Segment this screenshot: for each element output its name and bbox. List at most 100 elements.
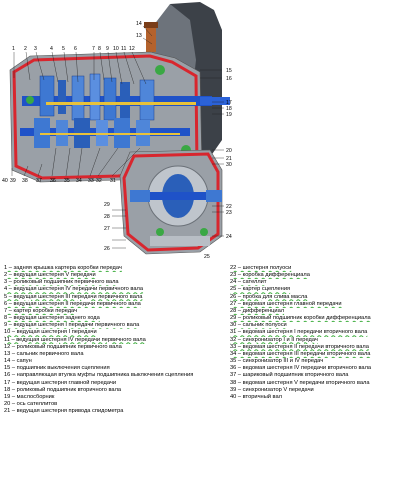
primary-shaft bbox=[22, 96, 212, 106]
callout-27: 27 bbox=[104, 226, 110, 232]
gear-4 bbox=[58, 80, 66, 114]
gear-5 bbox=[39, 75, 55, 117]
legend-item-15: 15 – подшипник выключения сцепления bbox=[4, 365, 110, 372]
leader-lines bbox=[11, 25, 224, 249]
callout-19: 19 bbox=[226, 112, 232, 118]
callout-35: 35 bbox=[64, 178, 70, 184]
callout-7: 7 bbox=[92, 46, 95, 52]
legend-item-10: 10 – ведущая шестерня I передачи bbox=[4, 329, 97, 336]
callout-16: 16 bbox=[226, 76, 232, 82]
callout-25: 25 bbox=[204, 254, 210, 260]
legend-item-26: 26 – пробка для слива масла bbox=[230, 293, 308, 300]
callout-38: 38 bbox=[22, 178, 28, 184]
legend-item-17: 17 – ведущая шестерня главной передачи bbox=[4, 379, 117, 386]
callout-14: 14 bbox=[136, 21, 142, 27]
callout-34: 34 bbox=[76, 178, 82, 184]
gear-reverse bbox=[120, 82, 130, 118]
callout-17: 17 bbox=[226, 100, 232, 106]
callout-31: 31 bbox=[110, 178, 116, 184]
legend-item-23: 23 – коробка дифференциала bbox=[230, 272, 310, 279]
callout-40: 40 bbox=[2, 178, 8, 184]
legend-item-9: 9 – ведущая шестерня I передачи первично… bbox=[4, 322, 140, 329]
callout-6: 6 bbox=[74, 46, 77, 52]
callout-18: 18 bbox=[226, 106, 232, 112]
seal-rear bbox=[26, 96, 34, 104]
callout-32: 32 bbox=[96, 178, 102, 184]
legend-item-31: 31 – ведомая шестерня I передачи вторичн… bbox=[230, 329, 368, 336]
legend-item-28: 28 – дифференциал bbox=[230, 307, 285, 314]
legend-item-14: 14 – сапун bbox=[4, 358, 32, 365]
callout-10: 10 bbox=[113, 46, 119, 52]
satellite-axle bbox=[150, 192, 206, 200]
callout-36: 36 bbox=[50, 178, 56, 184]
legend-item-18: 18 – роликовый подшипник вторичного вала bbox=[4, 386, 122, 393]
half-shaft-left bbox=[130, 190, 150, 202]
gear-2 bbox=[89, 73, 101, 121]
legend-item-6: 6 – ведущая шестерня II передачи первичн… bbox=[4, 300, 141, 307]
callout-37: 37 bbox=[36, 178, 42, 184]
parts-legend: 1 – задняя крышка картера коробки переда… bbox=[4, 263, 405, 479]
legend-item-24: 24 – сателлит bbox=[230, 279, 267, 286]
legend-item-13: 13 – сальник первичного вала bbox=[4, 350, 84, 357]
legend-item-35: 35 – синхронизатор III и IV передач bbox=[230, 358, 324, 365]
legend-left-column: 1 – задняя крышка картера коробки переда… bbox=[4, 265, 200, 415]
callout-3: 3 bbox=[34, 46, 37, 52]
diff-seal-right bbox=[200, 228, 208, 236]
legend-item-39: 39 – синхронизатор V передачи bbox=[230, 386, 314, 393]
legend-item-34: 34 – ведомая шестерня III передачи втори… bbox=[230, 350, 371, 357]
callout-26: 26 bbox=[104, 246, 110, 252]
callout-4: 4 bbox=[50, 46, 53, 52]
primary-shaft-end bbox=[200, 97, 230, 105]
legend-item-4: 4 – ведущая шестерня IV передачи первичн… bbox=[4, 286, 144, 293]
callout-22: 22 bbox=[226, 204, 232, 210]
legend-item-16: 16 – направляющая втулка муфты подшипник… bbox=[4, 372, 194, 379]
gearbox-cutaway-figure: 1 2 3 4 5 6 7 8 9 10 11 12 13 14 15 16 1… bbox=[2, 2, 232, 260]
legend-item-12: 12 – роликовый подшипник первичного вала bbox=[4, 343, 122, 350]
drain-area bbox=[150, 236, 210, 246]
legend-item-29: 29 – роликовый подшипник коробки диффере… bbox=[230, 315, 371, 322]
legend-item-36: 36 – ведомая шестерня IV передачи вторич… bbox=[230, 365, 372, 372]
legend-item-2: 2 – ведущая шестерня V передачи bbox=[4, 272, 96, 279]
callout-29: 29 bbox=[104, 202, 110, 208]
callout-20: 20 bbox=[226, 148, 232, 154]
gear-main bbox=[139, 79, 155, 121]
legend-item-38: 38 – ведомая шестерня V передачи вторичн… bbox=[230, 379, 370, 386]
callout-39: 39 bbox=[10, 178, 16, 184]
callout-30: 30 bbox=[226, 162, 232, 168]
legend-item-1: 1 – задняя крышка картера коробки переда… bbox=[4, 265, 122, 271]
gear-1 bbox=[103, 77, 117, 121]
legend-item-30: 30 – сальник полуоси bbox=[230, 322, 287, 329]
legend-item-19: 19 – маслосборник bbox=[4, 393, 55, 400]
callout-23: 23 bbox=[226, 210, 232, 216]
diff-seal-left bbox=[156, 228, 164, 236]
legend-item-3: 3 – роликовый подшипник первичного вала bbox=[4, 279, 119, 286]
legend-right-column: 22 – шестерня полуоси 23 – коробка диффе… bbox=[230, 265, 405, 401]
callout-28: 28 bbox=[104, 214, 110, 220]
legend-item-21: 21 – ведущая шестерня привода спидометра bbox=[4, 408, 124, 415]
legend-item-22: 22 – шестерня полуоси bbox=[230, 265, 292, 271]
breather-cap bbox=[144, 22, 158, 28]
legend-item-25: 25 – картер сцепления bbox=[230, 286, 291, 293]
legend-item-8: 8 – ведущая шестерня заднего хода bbox=[4, 315, 100, 322]
gearbox-drawing: 1 2 3 4 5 6 7 8 9 10 11 12 13 14 15 16 1… bbox=[2, 2, 232, 260]
legend-item-32: 32 – синхронизатор I и II передач bbox=[230, 336, 318, 343]
legend-item-33: 33 – ведомая шестерня II передачи вторич… bbox=[230, 343, 369, 350]
differential-cut-section bbox=[122, 152, 220, 252]
callout-13: 13 bbox=[136, 33, 142, 39]
legend-item-5: 5 – ведущая шестерня III передачи первич… bbox=[4, 293, 143, 300]
breather bbox=[146, 26, 156, 52]
callout-9: 9 bbox=[106, 46, 109, 52]
legend-item-37: 37 – шариковый подшипник вторичного вала bbox=[230, 372, 349, 379]
legend-item-20: 20 – ось сателлитов bbox=[4, 400, 58, 407]
callout-5: 5 bbox=[62, 46, 65, 52]
shaft-accent-lower bbox=[40, 133, 180, 135]
legend-item-11: 11 – ведущая шестерня IV передачи первич… bbox=[4, 336, 146, 343]
half-shaft-right bbox=[206, 190, 222, 202]
callout-12: 12 bbox=[129, 46, 135, 52]
callout-1: 1 bbox=[12, 46, 15, 52]
callout-24: 24 bbox=[226, 234, 232, 240]
gear-3 bbox=[71, 75, 85, 121]
callout-33: 33 bbox=[88, 178, 94, 184]
callout-15: 15 bbox=[226, 68, 232, 74]
callout-8: 8 bbox=[98, 46, 101, 52]
